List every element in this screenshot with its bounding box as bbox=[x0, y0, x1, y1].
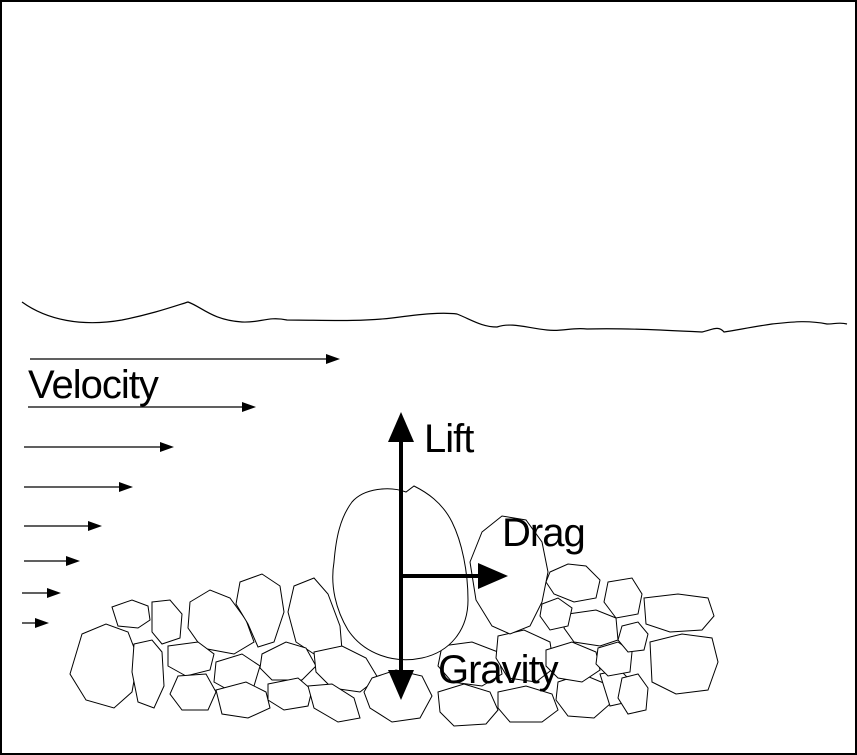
rock bbox=[649, 633, 719, 695]
rock bbox=[187, 589, 255, 655]
rock bbox=[469, 515, 549, 635]
rock bbox=[595, 641, 633, 677]
velocity-arrow-5 bbox=[24, 521, 102, 531]
rock bbox=[259, 641, 317, 681]
rock bbox=[545, 563, 601, 603]
rock bbox=[169, 673, 217, 711]
rock bbox=[151, 599, 183, 645]
lift-arrow bbox=[388, 412, 414, 576]
rock bbox=[497, 685, 559, 723]
rock bbox=[539, 597, 573, 631]
velocity-arrow-8 bbox=[22, 618, 49, 628]
velocity-arrow-1 bbox=[30, 354, 340, 364]
velocity-arrow-2 bbox=[28, 402, 256, 412]
rock bbox=[437, 641, 503, 687]
gravity-arrow bbox=[388, 576, 414, 700]
rock bbox=[563, 609, 619, 647]
rock bbox=[643, 593, 715, 633]
velocity-arrows bbox=[22, 354, 340, 628]
rock bbox=[437, 683, 499, 727]
velocity-label: Velocity bbox=[28, 363, 159, 407]
rock bbox=[131, 639, 165, 709]
rock bbox=[111, 599, 151, 629]
streambed-rocks bbox=[69, 485, 719, 727]
rock bbox=[603, 577, 643, 619]
rock bbox=[167, 641, 215, 677]
drag-label: Drag bbox=[502, 511, 585, 555]
rock bbox=[495, 629, 555, 683]
rock bbox=[307, 683, 361, 723]
drag-arrow bbox=[401, 563, 508, 589]
velocity-arrow-6 bbox=[24, 556, 80, 566]
rock bbox=[617, 673, 649, 715]
velocity-arrow-7 bbox=[22, 588, 61, 598]
lift-label: Lift bbox=[424, 417, 474, 461]
rock bbox=[235, 573, 285, 648]
gravity-label: Gravity bbox=[438, 648, 559, 692]
water-surface-line bbox=[21, 301, 848, 333]
rock bbox=[267, 677, 313, 711]
rock bbox=[215, 681, 271, 719]
rock bbox=[545, 641, 601, 683]
velocity-arrow-4 bbox=[24, 482, 133, 492]
velocity-arrow-3 bbox=[24, 442, 174, 452]
rock bbox=[69, 623, 139, 709]
force-vectors bbox=[388, 412, 508, 700]
